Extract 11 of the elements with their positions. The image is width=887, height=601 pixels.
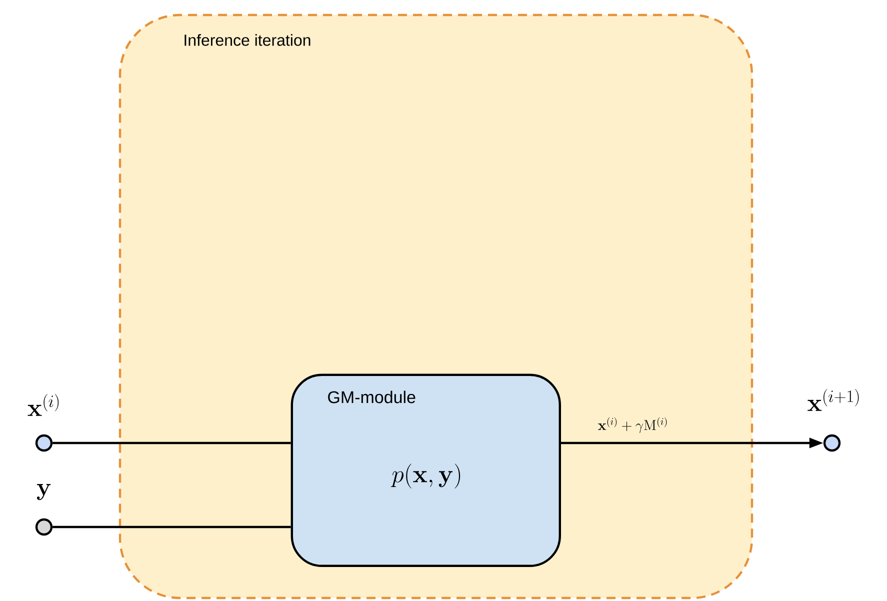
port-circle (823, 434, 841, 452)
signal-label: $\mathbf{x}^{(i+1)}$ (808, 389, 859, 411)
module-box (290, 374, 561, 567)
formula: $p(\mathbf{x},\mathbf{y})$ (390, 464, 460, 488)
port-circle (35, 518, 53, 536)
port-circle (35, 434, 53, 452)
region-title: Inference iteration (184, 34, 310, 46)
module-title: GM-module (328, 390, 416, 404)
signal-label: $\mathbf{y}$ (36, 484, 51, 500)
edge-label: $\mathbf{x}^{(i)} + \gamma \mathrm{M}^{(i)}$ (598, 417, 667, 434)
signal-label: $\mathbf{x}^{(i)}$ (28, 394, 59, 416)
